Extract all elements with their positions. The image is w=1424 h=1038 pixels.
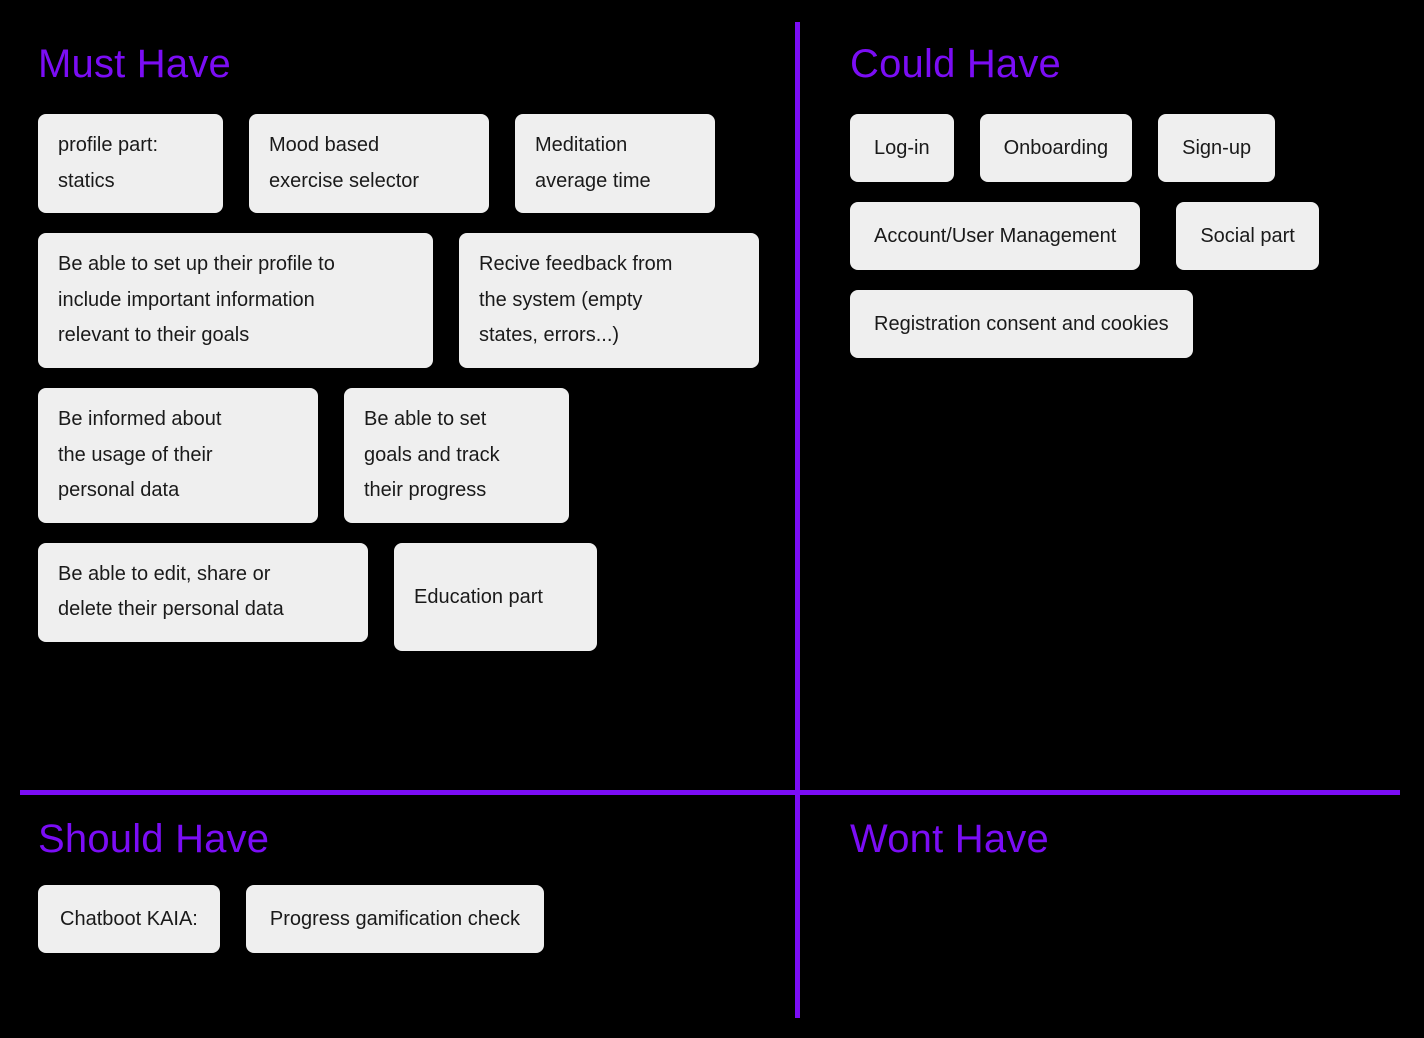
card-set-goals-track-progress[interactable]: Be able to set goals and track their pro…	[344, 387, 569, 523]
quadrant-title-could-have: Could Have	[850, 42, 1062, 86]
card-row: Account/User Management Social part	[850, 202, 1400, 270]
card-row: Be able to edit, share or delete their p…	[38, 542, 771, 651]
quadrant-could-have: Could Have Log-in Onboarding Sign-up Acc…	[800, 22, 1424, 790]
card-row: Log-in Onboarding Sign-up	[850, 114, 1400, 182]
card-sign-up[interactable]: Sign-up	[1158, 114, 1276, 182]
card-meditation-average-time[interactable]: Meditation average time	[515, 114, 715, 214]
card-set-up-profile[interactable]: Be able to set up their profile to inclu…	[38, 233, 433, 368]
card-edit-share-delete-data[interactable]: Be able to edit, share or delete their p…	[38, 542, 368, 642]
card-registration-consent-cookies[interactable]: Registration consent and cookies	[850, 290, 1193, 358]
card-log-in[interactable]: Log-in	[850, 114, 954, 182]
card-social-part[interactable]: Social part	[1176, 202, 1319, 270]
quadrant-title-must-have: Must Have	[38, 42, 231, 86]
quadrant-should-have: Should Have Chatboot KAIA: Progress gami…	[0, 795, 795, 1038]
card-row: Be able to set up their profile to inclu…	[38, 233, 771, 368]
card-account-user-management[interactable]: Account/User Management	[850, 202, 1141, 270]
quadrant-title-wont-have: Wont Have	[850, 817, 1049, 861]
vertical-divider	[795, 22, 800, 1018]
card-row: Chatboot KAIA: Progress gamification che…	[38, 885, 771, 953]
quadrant-title-should-have: Should Have	[38, 817, 270, 861]
card-row: Registration consent and cookies	[850, 290, 1400, 358]
card-education-part[interactable]: Education part	[394, 542, 597, 651]
card-row: Be informed about the usage of their per…	[38, 387, 771, 523]
card-profile-part[interactable]: profile part: statics	[38, 114, 223, 214]
quadrant-must-have: Must Have profile part: statics Mood bas…	[0, 22, 795, 790]
card-informed-about-data-usage[interactable]: Be informed about the usage of their per…	[38, 387, 318, 523]
horizontal-divider	[20, 790, 1400, 795]
quadrant-wont-have: Wont Have	[800, 795, 1424, 1038]
card-progress-gamification-check[interactable]: Progress gamification check	[245, 885, 544, 953]
card-chatboot-kaia[interactable]: Chatboot KAIA:	[38, 885, 220, 953]
card-recive-feedback[interactable]: Recive feedback from the system (empty s…	[459, 233, 759, 368]
card-row: profile part: statics Mood based exercis…	[38, 114, 771, 214]
card-mood-based-exercise-selector[interactable]: Mood based exercise selector	[249, 114, 489, 214]
card-onboarding[interactable]: Onboarding	[979, 114, 1133, 182]
